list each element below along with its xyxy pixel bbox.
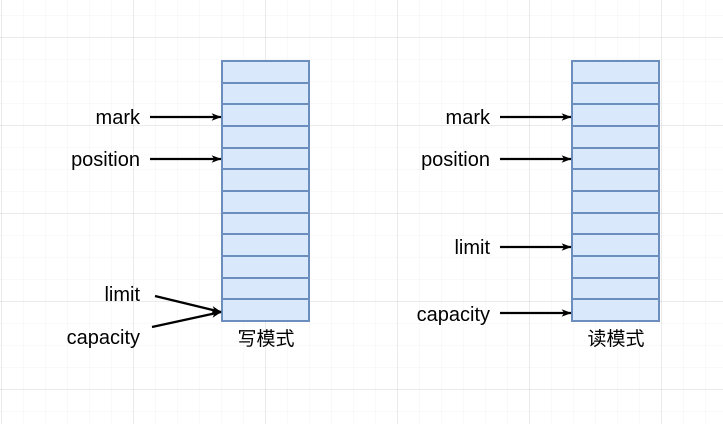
label-capacity-write: capacity bbox=[66, 327, 140, 349]
buffer-cell bbox=[223, 170, 308, 193]
buffer-cell bbox=[223, 149, 308, 171]
buffer-cell bbox=[223, 105, 308, 128]
buffer-cell bbox=[573, 279, 658, 301]
label-limit-read: limit bbox=[454, 237, 490, 259]
buffer-cell bbox=[223, 84, 308, 106]
buffer-cell bbox=[223, 192, 308, 214]
arrow-limit-write bbox=[154, 294, 222, 314]
buffer-column-write-mode bbox=[221, 60, 310, 322]
label-limit-write: limit bbox=[104, 284, 140, 306]
buffer-cell bbox=[573, 192, 658, 214]
buffer-cell bbox=[573, 300, 658, 320]
buffer-cell bbox=[573, 214, 658, 236]
buffer-cell bbox=[573, 84, 658, 106]
label-mark-read: mark bbox=[445, 107, 490, 129]
buffer-cell bbox=[573, 170, 658, 193]
buffer-cell bbox=[573, 62, 658, 84]
buffer-cell bbox=[573, 257, 658, 279]
buffer-cell bbox=[573, 149, 658, 171]
mode-label-write: 写模式 bbox=[237, 329, 295, 350]
mode-label-read: 读模式 bbox=[587, 329, 645, 350]
label-mark-write: mark bbox=[95, 107, 140, 129]
buffer-cell bbox=[223, 300, 308, 320]
buffer-cell bbox=[223, 214, 308, 236]
buffer-cell bbox=[223, 279, 308, 301]
buffer-cell bbox=[223, 235, 308, 258]
label-capacity-read: capacity bbox=[416, 304, 490, 326]
buffer-cell bbox=[223, 257, 308, 279]
label-position-read: position bbox=[421, 149, 490, 171]
buffer-cell bbox=[223, 62, 308, 84]
buffer-cell bbox=[223, 127, 308, 149]
buffer-cell bbox=[573, 105, 658, 128]
buffer-column-read-mode bbox=[571, 60, 660, 322]
arrow-capacity-write bbox=[151, 310, 222, 329]
buffer-cell bbox=[573, 235, 658, 258]
label-position-write: position bbox=[71, 149, 140, 171]
buffer-cell bbox=[573, 127, 658, 149]
